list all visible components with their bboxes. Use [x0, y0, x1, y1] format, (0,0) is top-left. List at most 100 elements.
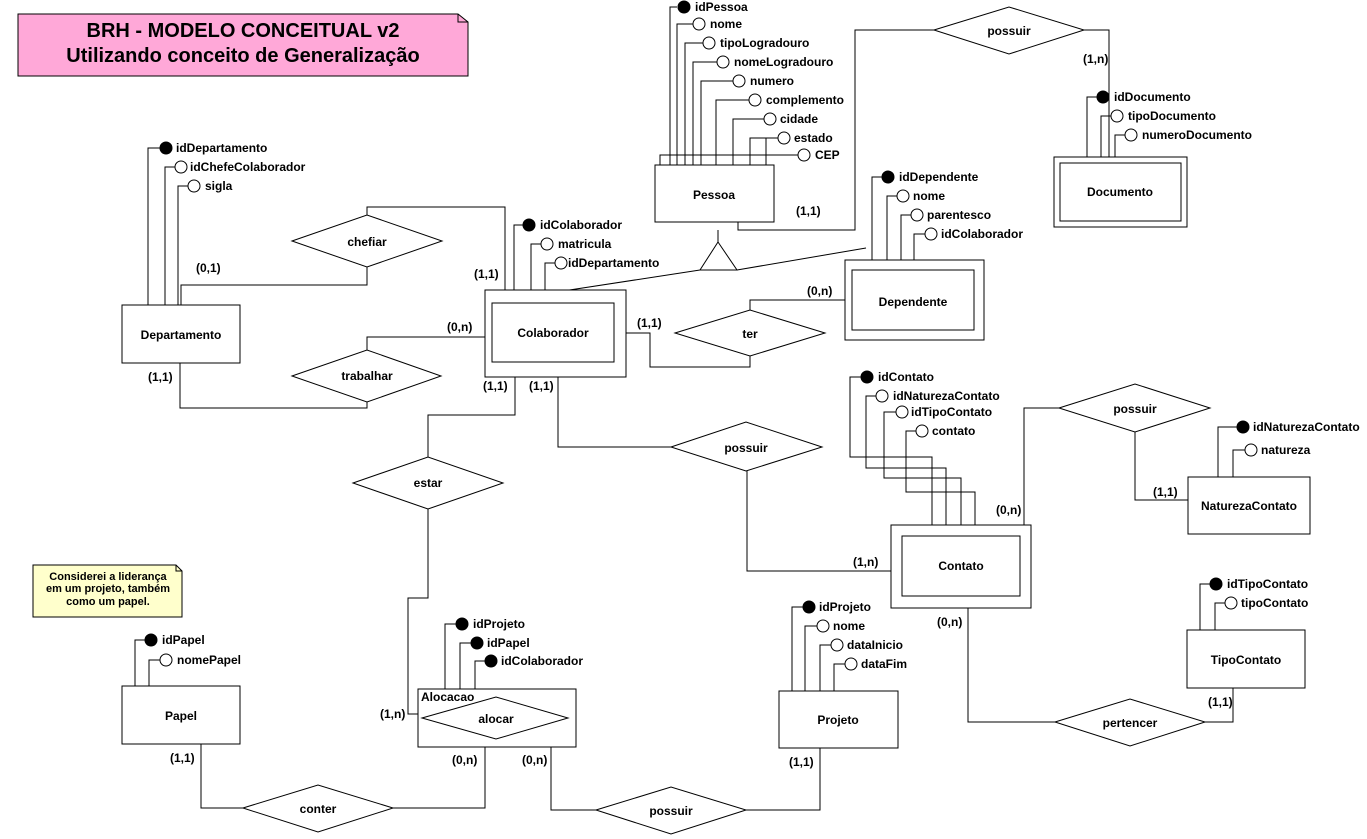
- attr-departamento-iddepartamento: idDepartamento: [159, 141, 267, 155]
- entity-projeto-label: Projeto: [817, 713, 858, 727]
- note-box: Considerei a liderança em um projeto, ta…: [32, 564, 183, 618]
- rel-ter[interactable]: ter: [673, 309, 827, 357]
- entity-naturezacontato[interactable]: NaturezaContato: [1187, 476, 1311, 535]
- attr-departamento-sigla: sigla: [187, 179, 233, 193]
- attr-label: natureza: [1261, 443, 1311, 457]
- attr-label: sigla: [205, 179, 233, 193]
- cardinality-label: (1,1): [1208, 695, 1233, 709]
- attr-label: contato: [932, 424, 975, 438]
- cardinality-label: (1,1): [789, 755, 814, 769]
- attr-documento-tipodocumento: tipoDocumento: [1110, 109, 1216, 123]
- entity-documento-label: Documento: [1087, 185, 1153, 199]
- attr-colaborador-matricula: matricula: [540, 237, 612, 251]
- entity-papel[interactable]: Papel: [121, 685, 241, 745]
- cardinality-label: (1,1): [1153, 485, 1178, 499]
- rel-possuir-contato[interactable]: possuir: [669, 421, 824, 472]
- entity-colaborador-label: Colaborador: [517, 326, 589, 340]
- entity-pessoa[interactable]: Pessoa: [654, 164, 775, 223]
- generalization-triangle: [699, 241, 738, 271]
- rel-possuir-projeto[interactable]: possuir: [594, 786, 748, 835]
- cardinality-label: (0,n): [452, 753, 477, 767]
- rel-possuir-natureza[interactable]: possuir: [1057, 383, 1212, 433]
- attr-label: parentesco: [927, 208, 991, 222]
- cardinality-label: (1,1): [796, 204, 821, 218]
- attr-label: idNaturezaContato: [1253, 420, 1360, 434]
- attr-label: nomeLogradouro: [734, 55, 833, 69]
- attr-label: idChefeColaborador: [190, 160, 306, 174]
- attr-dependente-nome: nome: [896, 189, 945, 203]
- attr-label: idTipoContato: [911, 405, 992, 419]
- rel-pertencer-label: pertencer: [1103, 716, 1158, 730]
- attr-label: idPapel: [162, 633, 205, 647]
- rel-chefiar[interactable]: chefiar: [290, 214, 444, 268]
- attr-alocacao-idprojeto: idProjeto: [455, 617, 525, 631]
- attr-alocacao-idcolaborador: idColaborador: [484, 654, 583, 668]
- attr-label: dataInicio: [847, 638, 903, 652]
- entity-alocacao-label: Alocacao: [421, 690, 474, 704]
- attr-label: idNaturezaContato: [893, 389, 1000, 403]
- attr-label: idColaborador: [501, 654, 583, 668]
- attr-label: numero: [750, 74, 794, 88]
- attr-papel-nomepapel: nomePapel: [159, 653, 241, 667]
- rel-conter[interactable]: conter: [241, 784, 395, 833]
- rel-trabalhar-label: trabalhar: [341, 369, 393, 383]
- rel-conter-label: conter: [300, 802, 337, 816]
- attr-label: nomePapel: [177, 653, 241, 667]
- attr-label: idDepartamento: [568, 256, 659, 270]
- attr-projeto-idprojeto: idProjeto: [802, 600, 871, 614]
- entity-tipocontato[interactable]: TipoContato: [1186, 629, 1306, 689]
- attr-label: nome: [710, 17, 742, 31]
- entity-departamento[interactable]: Departamento: [121, 304, 241, 364]
- entity-projeto[interactable]: Projeto: [778, 690, 899, 749]
- title-box: BRH - MODELO CONCEITUAL v2 Utilizando co…: [17, 13, 469, 77]
- entity-contato[interactable]: Contato: [890, 524, 1032, 609]
- attr-contato-idtipocontato: idTipoContato: [895, 405, 992, 419]
- entity-tipocontato-label: TipoContato: [1211, 653, 1281, 667]
- cardinality-label: (0,1): [196, 261, 221, 275]
- entity-documento[interactable]: Documento: [1053, 156, 1188, 228]
- attr-label: idPapel: [487, 636, 530, 650]
- rel-estar[interactable]: estar: [351, 456, 505, 510]
- note-line3: como um papel.: [66, 596, 150, 608]
- rel-pertencer[interactable]: pertencer: [1053, 698, 1207, 747]
- attr-projeto-datainicio: dataInicio: [830, 638, 903, 652]
- attr-papel-idpapel: idPapel: [144, 633, 205, 647]
- rel-trabalhar[interactable]: trabalhar: [290, 349, 443, 403]
- rel-estar-label: estar: [414, 476, 443, 490]
- attr-colaborador-iddepartamento: idDepartamento: [554, 256, 659, 270]
- entity-colaborador[interactable]: Colaborador: [484, 289, 627, 378]
- entity-naturezacontato-label: NaturezaContato: [1201, 499, 1297, 513]
- rel-alocar[interactable]: alocar: [420, 696, 570, 740]
- attr-pessoa-complemento: complemento: [748, 93, 844, 107]
- note-line2: em um projeto, também: [46, 583, 170, 595]
- rel-possuir-natureza-label: possuir: [1113, 402, 1157, 416]
- attr-pessoa-cep: CEP: [797, 148, 840, 162]
- attr-dependente-parentesco: parentesco: [910, 208, 991, 222]
- entity-pessoa-label: Pessoa: [693, 188, 735, 202]
- attr-label: idDepartamento: [176, 141, 267, 155]
- attr-pessoa-nome: nome: [692, 17, 742, 31]
- title-line2: Utilizando conceito de Generalização: [66, 45, 419, 67]
- rel-ter-label: ter: [742, 327, 758, 341]
- cardinality-label: (1,n): [380, 707, 405, 721]
- rel-alocar-label: alocar: [478, 712, 514, 726]
- title-line1: BRH - MODELO CONCEITUAL v2: [87, 20, 400, 42]
- attr-label: idTipoContato: [1227, 577, 1308, 591]
- rel-possuir-documento[interactable]: possuir: [932, 6, 1086, 55]
- entity-dependente[interactable]: Dependente: [844, 259, 985, 341]
- attr-label: estado: [794, 131, 833, 145]
- attr-label: nome: [833, 619, 865, 633]
- attr-label: tipoLogradouro: [720, 36, 809, 50]
- attr-natureza-idnaturezacontato: idNaturezaContato: [1236, 420, 1360, 434]
- rel-chefiar-label: chefiar: [347, 235, 387, 249]
- attr-projeto-nome: nome: [816, 619, 865, 633]
- attr-pessoa-tipologradouro: tipoLogradouro: [702, 36, 809, 50]
- attr-tipo-tipocontato: tipoContato: [1224, 596, 1308, 610]
- cardinality-label: (0,n): [996, 503, 1021, 517]
- entity-dependente-label: Dependente: [879, 295, 948, 309]
- attr-pessoa-estado: estado: [777, 131, 833, 145]
- attr-documento-numerodocumento: numeroDocumento: [1124, 128, 1252, 142]
- attr-dependente-iddependente: idDependente: [881, 170, 979, 184]
- attr-colaborador-idcolaborador: idColaborador: [522, 218, 622, 232]
- attr-pessoa-cidade: cidade: [763, 112, 818, 126]
